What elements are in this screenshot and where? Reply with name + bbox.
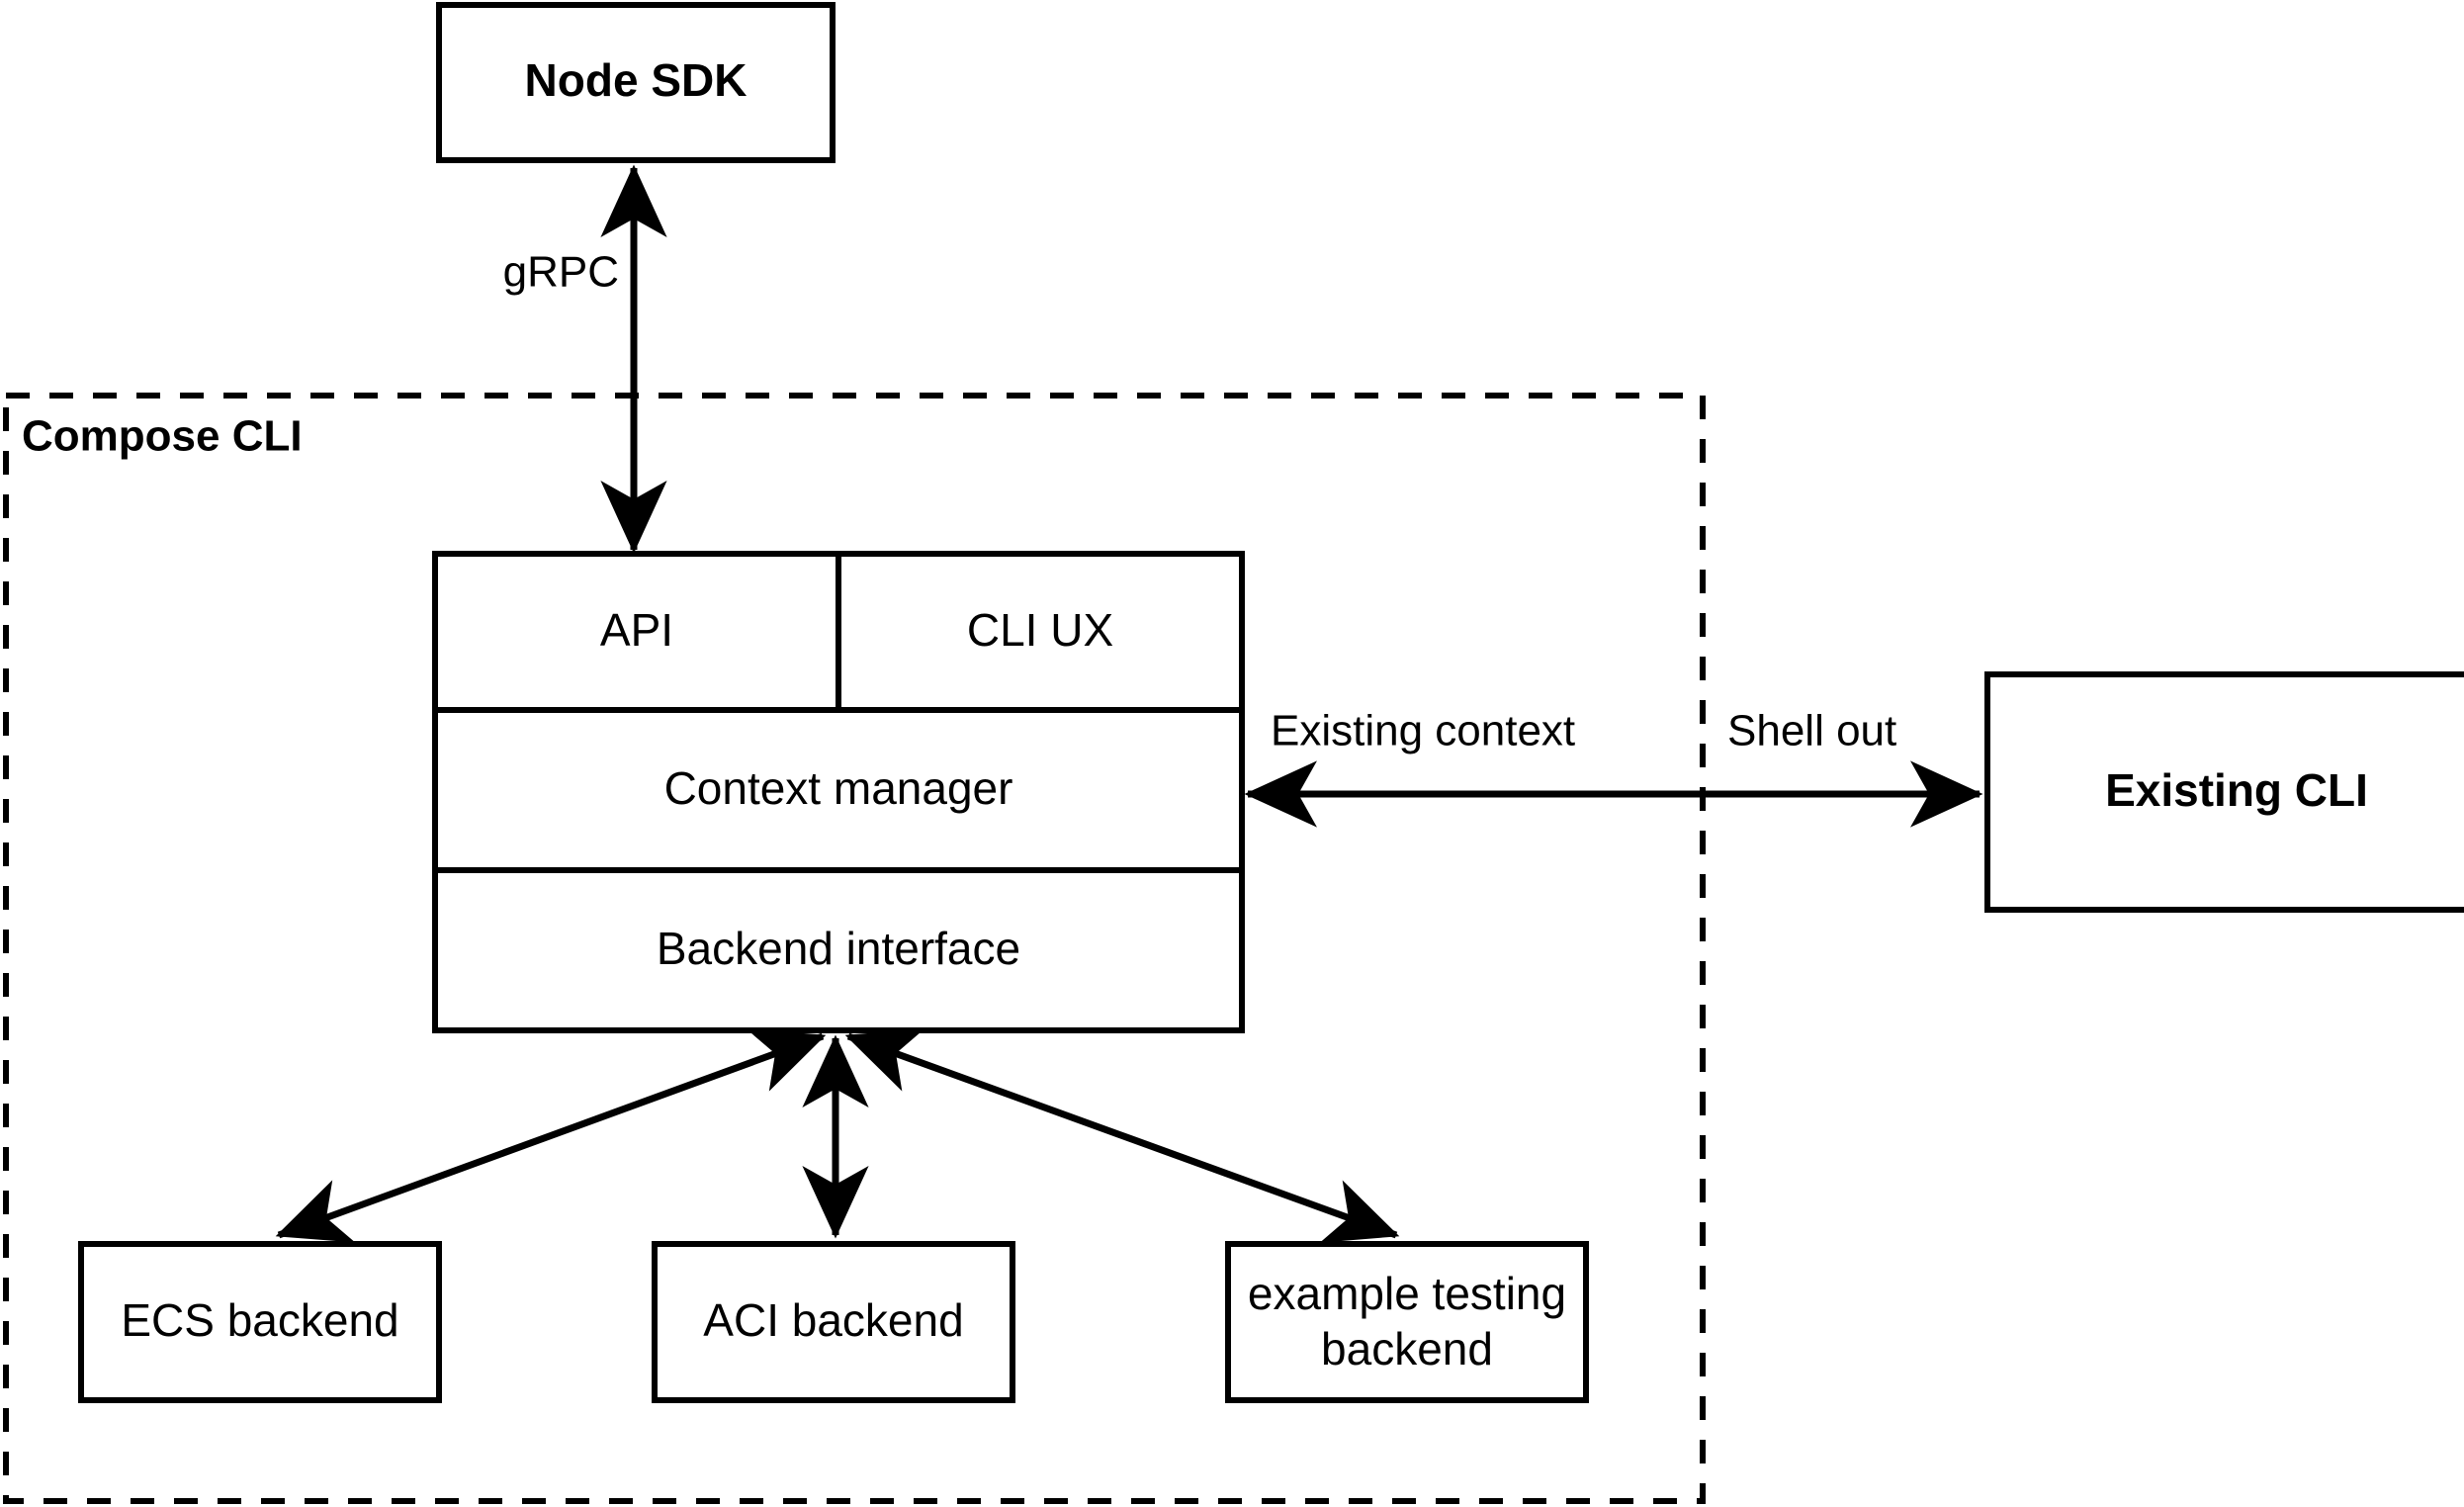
backend-interface-label: Backend interface (657, 923, 1020, 974)
shell-out-edge-label: Shell out (1727, 707, 1896, 755)
aci-backend-box[interactable] (652, 1241, 1015, 1403)
cli-ux-label: CLI UX (967, 604, 1113, 656)
example-testing-backend-label-line2: backend (1321, 1323, 1493, 1374)
ecs-backend-label: ECS backend (121, 1294, 398, 1346)
node-sdk-box[interactable] (436, 2, 836, 163)
node-sdk-label: Node SDK (525, 54, 748, 106)
ecs-backend-box[interactable] (78, 1241, 442, 1403)
aci-backend-label: ACI backend (703, 1294, 963, 1346)
compose-cli-group-border (3, 393, 1706, 1504)
ecs-backend-connector (275, 1028, 827, 1243)
grpc-edge-label: gRPC (503, 248, 619, 297)
example-testing-backend-box[interactable] (1225, 1241, 1589, 1403)
api-label: API (600, 604, 673, 656)
existing-cli-label: Existing CLI (2105, 764, 2368, 816)
existing-cli-box[interactable] (1984, 671, 2464, 913)
context-manager-label: Context manager (664, 762, 1013, 814)
existing-context-edge-label: Existing context (1271, 707, 1575, 755)
compose-cli-group-label: Compose CLI (22, 412, 303, 461)
example-testing-backend-label-line1: example testing (1248, 1268, 1566, 1319)
example-testing-backend-connector (844, 1028, 1400, 1243)
